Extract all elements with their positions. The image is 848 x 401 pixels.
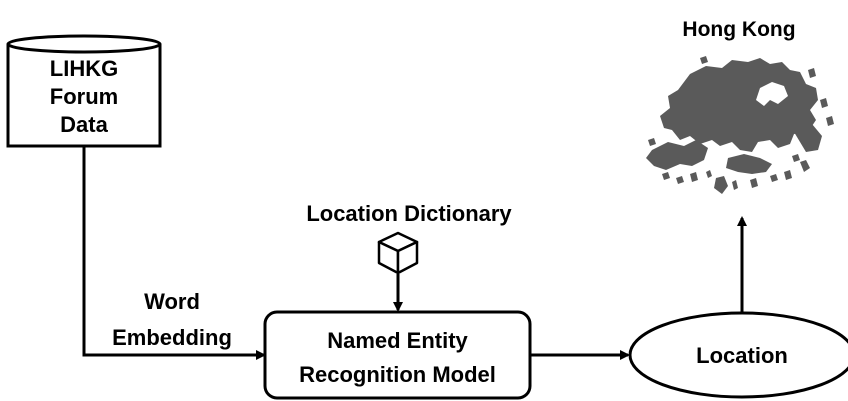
word-embedding-label-line2: Embedding: [112, 325, 232, 350]
location-output-node: Location: [628, 311, 848, 399]
database-label-line2: Forum: [50, 84, 118, 109]
ner-model-label-line1: Named Entity: [327, 328, 468, 353]
database-cylinder-top: [6, 34, 162, 54]
word-embedding-label-line1: Word: [144, 289, 200, 314]
hong-kong-title: Hong Kong: [682, 18, 795, 41]
ner-model-box: Named Entity Recognition Model: [263, 310, 532, 400]
database-label-line3: Data: [60, 112, 108, 137]
ner-model-label-line2: Recognition Model: [299, 362, 496, 387]
embedding-connector-arrow: [82, 146, 266, 360]
cube-icon: [377, 231, 419, 275]
database-label-line1: LIHKG: [50, 56, 118, 81]
location-dictionary-label: Location Dictionary: [306, 201, 512, 226]
location-output-label: Location: [696, 343, 788, 368]
hong-kong-map-icon: [646, 56, 834, 194]
forum-database: LIHKG Forum Data: [6, 34, 162, 148]
